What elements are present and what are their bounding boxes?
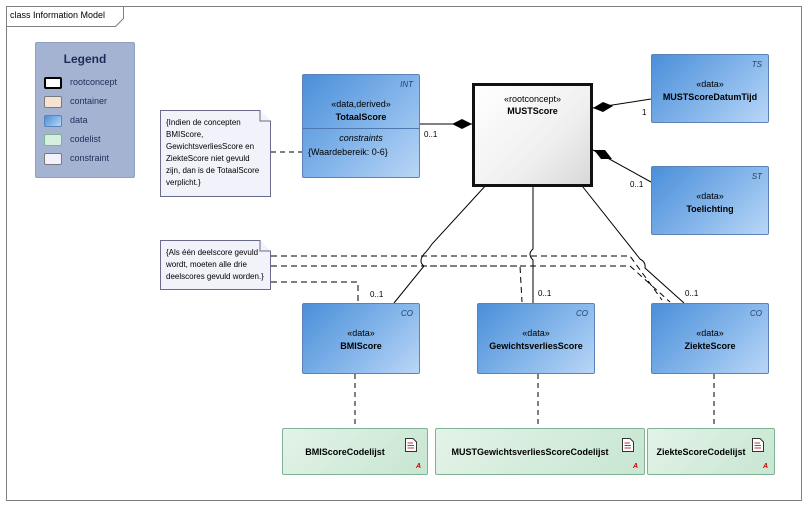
datatype-tag: CO — [576, 309, 588, 318]
abstract-marker: A — [415, 463, 421, 470]
legend-label: rootconcept — [70, 77, 118, 87]
note-fold-corner — [259, 240, 271, 252]
note-link-deelscore-2 — [271, 265, 523, 303]
legend-label: codelist — [70, 134, 101, 144]
codelist-name: ZiekteScoreCodelijst — [656, 446, 746, 457]
legend-swatch-constraint — [44, 153, 62, 165]
codelist-bmiscorecodelijst[interactable]: BMIScoreCodelijst A — [282, 428, 428, 475]
class-name: BMIScore — [340, 341, 382, 351]
document-icon — [752, 438, 764, 452]
note-link-deelscore-3 — [271, 281, 359, 302]
datatype-tag: INT — [400, 80, 413, 89]
legend-swatch-data — [44, 115, 62, 127]
codelist-name: BMIScoreCodelijst — [305, 446, 385, 457]
composition-gewicht — [529, 172, 534, 303]
datatype-tag: TS — [751, 60, 762, 69]
multiplicity-toelichting: 0..1 — [630, 180, 644, 189]
root-stereotype: «rootconcept» — [503, 94, 562, 104]
class-stereotype: «data» — [696, 191, 724, 201]
class-stereotype: «data» — [696, 328, 724, 338]
composition-ziekte — [570, 171, 685, 304]
class-stereotype: «data» — [347, 328, 375, 338]
class-ziektescore[interactable]: CO «data» ZiekteScore — [651, 303, 769, 374]
class-stereotype: «data,derived» — [331, 99, 391, 109]
rootconcept-mustscore[interactable]: «rootconcept» MUSTScore — [472, 83, 593, 187]
class-stereotype: «data» — [696, 79, 724, 89]
diamond-datum — [593, 102, 613, 112]
class-toelichting[interactable]: ST «data» Toelichting — [651, 166, 769, 235]
legend-swatch-container — [44, 96, 62, 108]
composition-bmi — [393, 171, 499, 304]
document-icon — [405, 438, 417, 452]
legend-swatch-rootconcept — [44, 77, 62, 89]
note-text: {Indien de concepten BMIScore, Gewichtsv… — [166, 118, 260, 187]
diamond-totaal — [452, 119, 472, 129]
diamond-toelichting — [594, 150, 612, 159]
multiplicity-ziektescore: 0..1 — [685, 289, 699, 298]
document-icon-graphic — [405, 438, 417, 452]
note-link-deelscore-1 — [271, 255, 663, 301]
title-tab-outline — [6, 6, 124, 27]
diagram-title: class Information Model — [10, 10, 106, 20]
constraints-heading: constraints — [339, 133, 383, 143]
legend-label: container — [70, 96, 108, 106]
diagram-title-tab: class Information Model — [6, 6, 124, 27]
note-link-deelscore-4 — [430, 265, 671, 303]
root-name: MUSTScore — [507, 106, 558, 116]
diagram-frame — [6, 6, 802, 501]
class-name: GewichtsverliesScore — [489, 341, 583, 351]
datatype-tag: ST — [751, 172, 762, 181]
constraint-value: {Waardebereik: 0-6} — [308, 147, 388, 157]
codelist-ziektescorecodelijst[interactable]: ZiekteScoreCodelijst A — [647, 428, 775, 475]
class-totaalscore[interactable]: INT «data,derived» TotaalScore constrain… — [302, 74, 420, 178]
class-mustscoredatumtijd[interactable]: TS «data» MUSTScoreDatumTijd — [651, 54, 769, 123]
datatype-tag: CO — [750, 309, 762, 318]
class-name: TotaalScore — [335, 112, 387, 122]
note-text: {Als één deelscore gevuld wordt, moeten … — [166, 248, 264, 281]
multiplicity-totaalscore: 0..1 — [424, 130, 438, 139]
codelist-name: MUSTGewichtsverliesScoreCodelijst — [451, 446, 609, 457]
codelist-mustgewichtsverliesscorecodelijst[interactable]: MUSTGewichtsverliesScoreCodelijst A — [435, 428, 645, 475]
document-icon — [622, 438, 634, 452]
constraint-note-deelscores[interactable]: {Als één deelscore gevuld wordt, moeten … — [160, 240, 271, 290]
legend-panel: Legend rootconcept container data codeli… — [35, 42, 135, 178]
note-fold-corner — [259, 110, 271, 122]
compartment-separator — [303, 128, 419, 129]
multiplicity-datumtijd: 1 — [642, 108, 647, 117]
abstract-marker: A — [762, 463, 768, 470]
document-icon-graphic — [622, 438, 634, 452]
class-name: ZiekteScore — [684, 341, 736, 351]
class-name: MUSTScoreDatumTijd — [662, 92, 758, 102]
multiplicity-bmiscore: 0..1 — [370, 290, 384, 299]
document-icon-graphic — [752, 438, 764, 452]
legend-label: data — [70, 115, 88, 125]
legend-label: constraint — [70, 153, 110, 163]
class-name: Toelichting — [686, 204, 734, 214]
class-gewichtsverliesscore[interactable]: CO «data» GewichtsverliesScore — [477, 303, 595, 374]
legend-swatch-codelist — [44, 134, 62, 146]
class-stereotype: «data» — [522, 328, 550, 338]
multiplicity-gewichtsverliesscore: 0..1 — [538, 289, 552, 298]
datatype-tag: CO — [401, 309, 413, 318]
class-bmiscore[interactable]: CO «data» BMIScore — [302, 303, 420, 374]
constraint-note-totaalscore[interactable]: {Indien de concepten BMIScore, Gewichtsv… — [160, 110, 271, 197]
legend-title: Legend — [63, 52, 107, 66]
abstract-marker: A — [632, 463, 638, 470]
